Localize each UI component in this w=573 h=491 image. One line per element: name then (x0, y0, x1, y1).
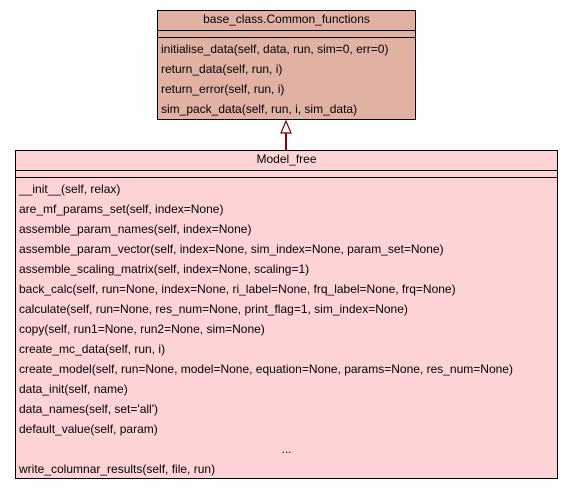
operation: calculate(self, run=None, res_num=None, … (19, 302, 408, 316)
operation: return_error(self, run, i) (161, 82, 285, 96)
operation: __init__(self, relax) (19, 182, 121, 196)
operation: create_model(self, run=None, model=None,… (19, 362, 513, 376)
attributes-compartment (158, 31, 415, 38)
operation: return_data(self, run, i) (161, 62, 283, 76)
operation: data_init(self, name) (19, 382, 128, 396)
operations-compartment: initialise_data(self, data, run, sim=0, … (158, 38, 415, 119)
operation: copy(self, run1=None, run2=None, sim=Non… (19, 322, 265, 336)
class-box-model-free[interactable]: Model_free __init__(self, relax) are_mf_… (15, 150, 558, 479)
inheritance-arrowhead (280, 119, 292, 134)
operation: assemble_scaling_matrix(self, index=None… (19, 262, 310, 276)
operation: default_value(self, param) (19, 422, 158, 436)
operation: assemble_param_names(self, index=None) (19, 222, 252, 236)
operation: create_mc_data(self, run, i) (19, 342, 166, 356)
operation: write_columnar_results(self, file, run) (19, 462, 216, 476)
class-name-base-class: base_class.Common_functions (158, 11, 415, 31)
operation: are_mf_params_set(self, index=None) (19, 202, 224, 216)
attributes-compartment (16, 171, 557, 178)
operations-compartment: __init__(self, relax) are_mf_params_set(… (16, 178, 557, 479)
class-box-base-class[interactable]: base_class.Common_functions initialise_d… (157, 10, 416, 120)
class-name-model-free: Model_free (16, 151, 557, 171)
operation: back_calc(self, run=None, index=None, ri… (19, 282, 456, 296)
ellipsis: ... (281, 442, 292, 456)
operation: initialise_data(self, data, run, sim=0, … (161, 42, 389, 56)
operation: assemble_param_vector(self, index=None, … (19, 242, 444, 256)
operation: data_names(self, set='all') (19, 402, 158, 416)
operation: sim_pack_data(self, run, i, sim_data) (161, 102, 358, 116)
